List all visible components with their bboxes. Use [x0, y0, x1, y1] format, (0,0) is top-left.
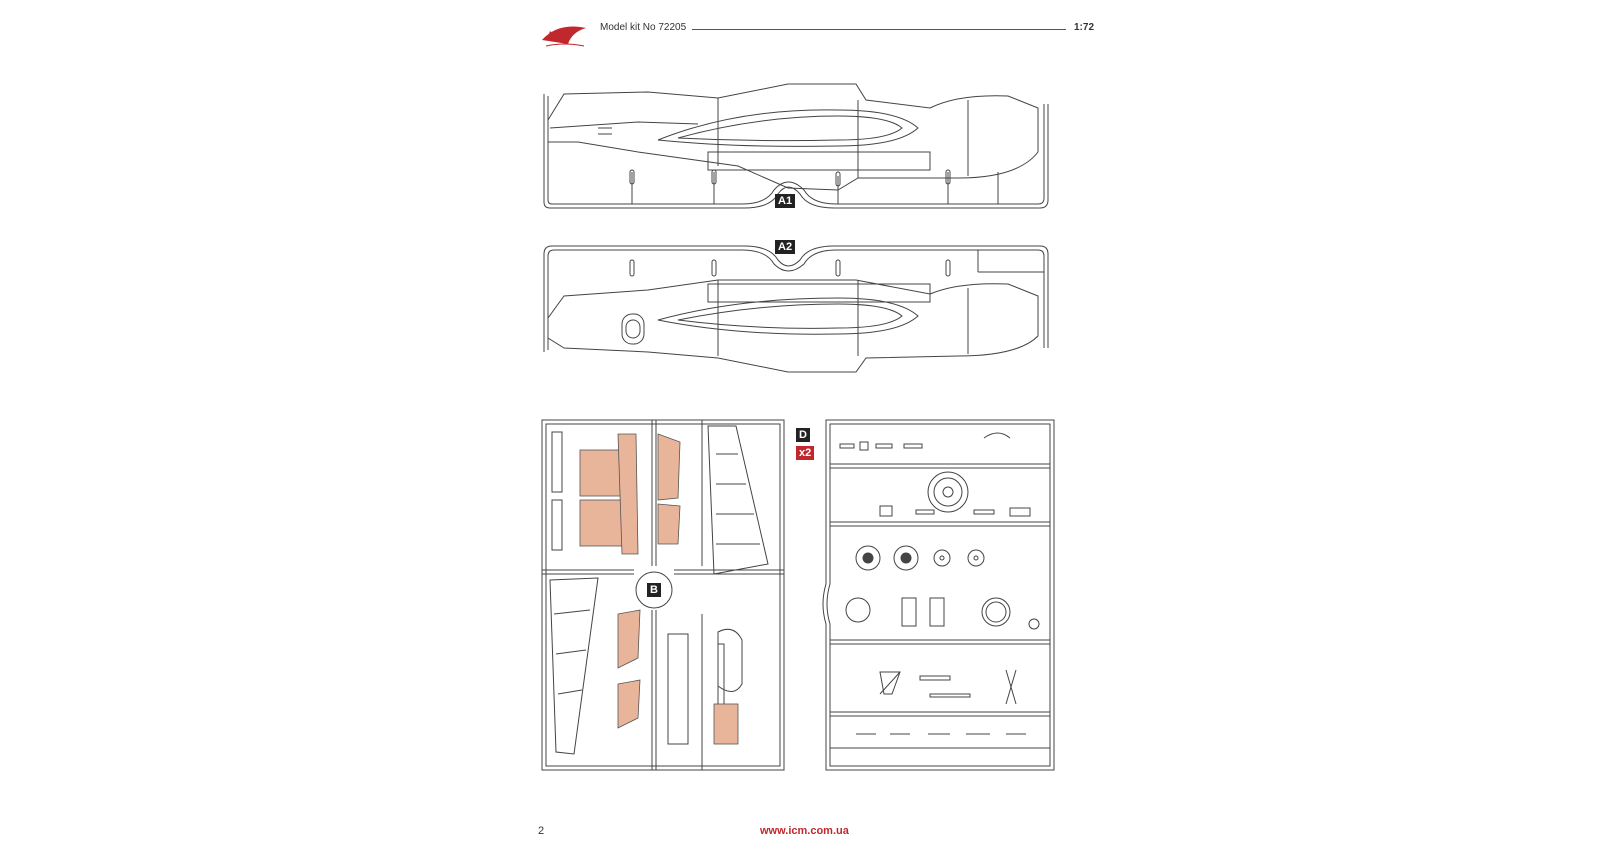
page-number: 2: [538, 825, 545, 837]
icm-logo: ICM: [542, 26, 586, 47]
header-rule: [692, 29, 1066, 30]
sprue-d: D x2: [796, 414, 1060, 776]
kit-scale: 1:72: [1074, 22, 1095, 33]
sprue-b-label: B: [647, 583, 661, 597]
footer-url[interactable]: www.icm.com.ua: [760, 825, 849, 837]
sprue-a2: A2: [538, 236, 1068, 386]
svg-text:ICM: ICM: [548, 30, 569, 42]
sprue-d-label: D: [796, 428, 810, 442]
sprue-a2-label: A2: [775, 240, 796, 254]
sprue-a1: A1: [538, 80, 1068, 220]
sprue-b: B: [538, 414, 788, 776]
sprue-a1-label: A1: [775, 194, 796, 208]
kit-title: Model kit No 72205: [600, 22, 687, 33]
sprue-d-quantity: x2: [796, 446, 815, 460]
